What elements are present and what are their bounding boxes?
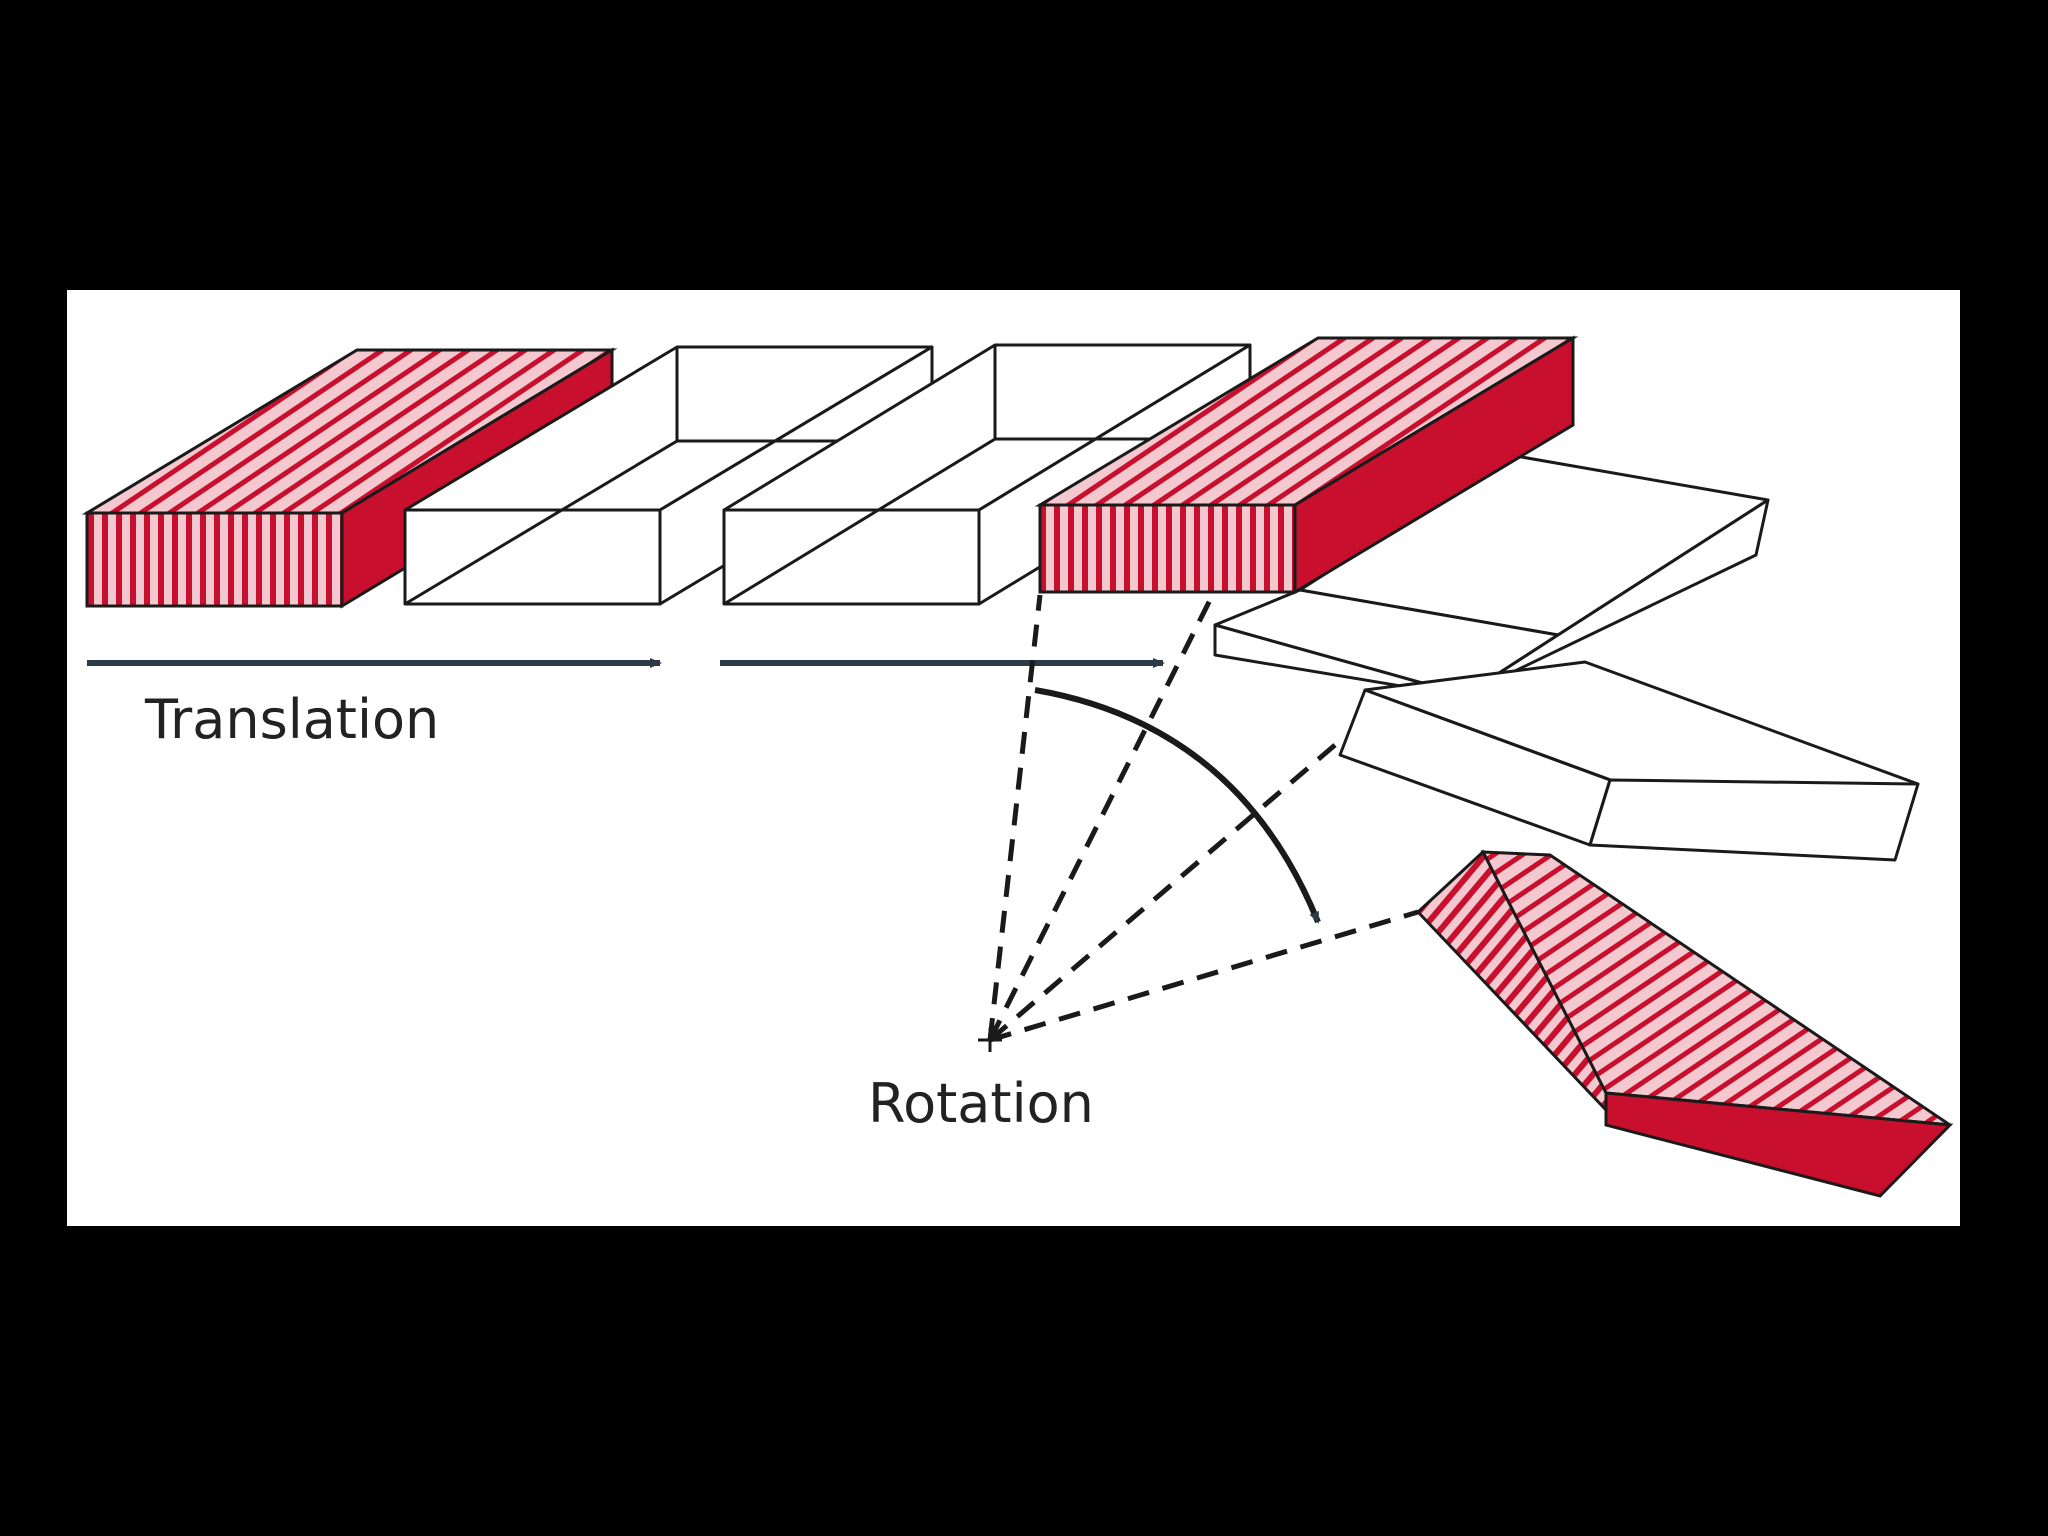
rotation-arc-arrow: [1034, 687, 1321, 924]
figure-panel: Translation Rotation: [67, 290, 1960, 1226]
block-rotated-outline-2: [1338, 660, 1920, 862]
rotation-label: Rotation: [868, 1072, 1094, 1135]
diagram: [81, 335, 1954, 1198]
rotation-pivot-icon: [978, 1028, 1002, 1052]
block-colored-2: [1034, 335, 1579, 595]
rotation-radii: [987, 594, 1419, 1043]
block-colored-rotated: [1415, 849, 1954, 1198]
translation-label: Translation: [145, 688, 440, 751]
block-rotated-outline-1: [1213, 453, 1770, 697]
